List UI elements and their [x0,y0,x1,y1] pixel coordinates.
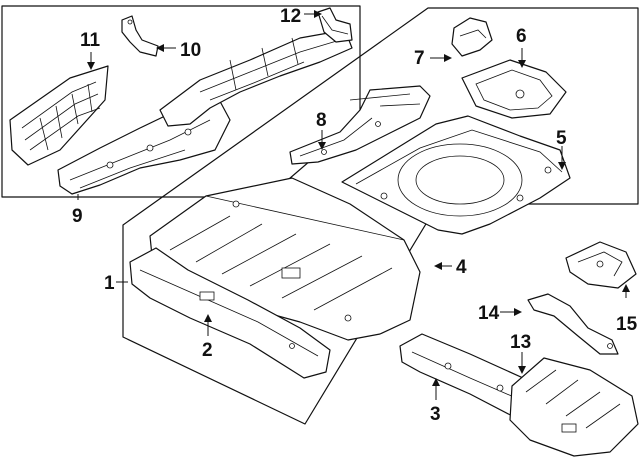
callout-8: 8 [316,110,327,131]
callout-14: 14 [478,303,500,324]
part-7-bracket [451,17,493,57]
callout-9: 9 [72,206,83,227]
part-front-upper-rail [159,29,353,127]
part-12-bracket [317,7,353,43]
callout-7: 7 [414,48,425,69]
part-14-bracket [527,293,619,355]
callout-4: 4 [456,257,467,278]
callout-15: 15 [616,314,638,335]
callout-12: 12 [280,6,301,27]
callout-5: 5 [556,128,567,149]
callout-2: 2 [202,340,213,361]
part-8-crossmember [289,85,431,165]
part-5-rear-floor [341,115,571,235]
callout-10: 10 [180,40,201,61]
callout-11: 11 [80,30,101,51]
callout-3: 3 [430,404,441,425]
part-13-rail [509,357,639,457]
part-11-rail [9,65,109,166]
part-10-bracket [121,15,159,57]
callout-13: 13 [510,332,531,353]
leader-lines [77,10,630,400]
callout-6: 6 [516,26,527,47]
part-15-bracket [565,241,637,289]
part-2-sill [129,247,331,379]
callout-1: 1 [104,273,115,294]
part-6-tray [461,59,567,119]
